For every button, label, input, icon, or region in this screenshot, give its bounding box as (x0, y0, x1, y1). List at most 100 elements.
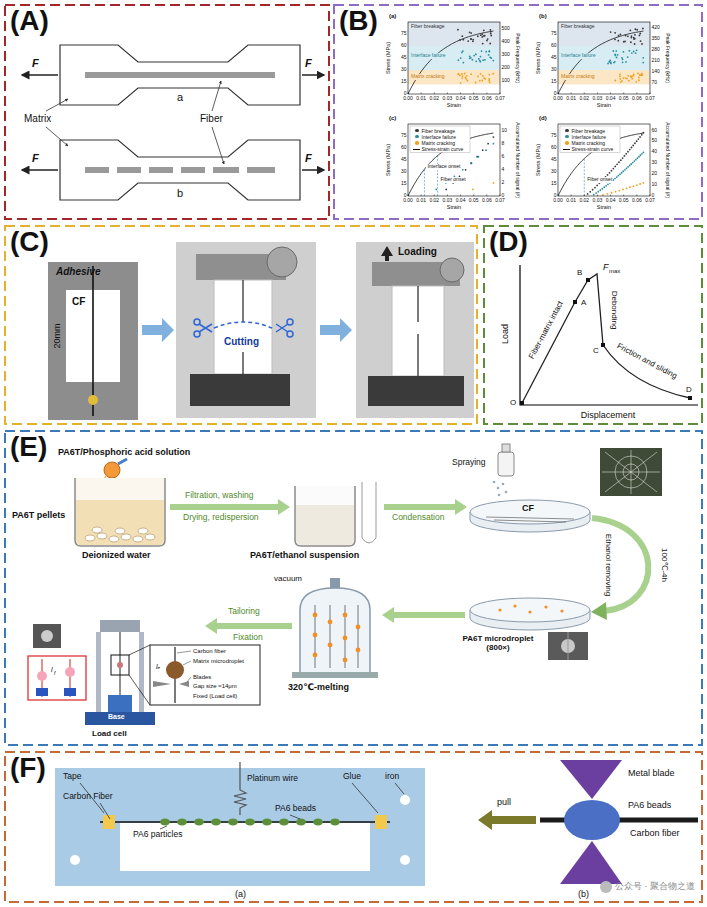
tick-label: 15 (551, 181, 557, 187)
plot-mark (475, 53, 477, 55)
legend-text: Stress-strain curve (422, 146, 464, 152)
plot-mark (461, 73, 463, 75)
tick-label: 4 (502, 167, 505, 173)
tick-mark (597, 93, 598, 95)
dashed-border-line (5, 5, 329, 219)
tick-mark (650, 93, 651, 95)
panel-frame: (E) (4, 430, 703, 746)
step-label: Spraying (452, 458, 486, 468)
tick-label: 0.04 (456, 198, 466, 204)
plot-mark (622, 157, 624, 159)
tick-label: 280 (652, 47, 660, 53)
step-label: Tailoring (228, 607, 260, 617)
plot-mark (635, 81, 637, 83)
plot-mark (482, 43, 484, 45)
tick-label: 40 (652, 149, 658, 155)
plot-mark (485, 149, 487, 151)
tick-label: 0.03 (593, 198, 603, 204)
tick-label: 15 (401, 79, 407, 85)
tick-mark (636, 195, 637, 197)
plot-mark (493, 136, 495, 138)
tick-label: 0 (554, 193, 557, 199)
material-label: PA6T/Phosphoric acid solution (58, 447, 190, 457)
band-label: Matrix cracking (560, 74, 596, 80)
plot-mark (631, 78, 633, 80)
tick-label: 60 (401, 43, 407, 49)
legend-entry: Matrix cracking (413, 140, 455, 146)
plot-mark (607, 193, 609, 195)
tick-label: 0.05 (619, 96, 629, 102)
plot-mark (610, 63, 612, 65)
legend-swatch (415, 135, 419, 139)
tick-label: 100 (502, 78, 510, 84)
band-label: Fiber breakage (410, 24, 446, 30)
plot-mark (605, 185, 607, 187)
tick-mark (571, 195, 572, 197)
plot-mark (636, 49, 638, 51)
force-label: F (305, 152, 312, 165)
plot-mark (594, 187, 596, 189)
plot-mark (466, 75, 468, 77)
stress-strain-curve (558, 31, 643, 94)
part-label: Base (108, 713, 125, 721)
plot-mark (470, 73, 472, 75)
plot-mark (461, 35, 463, 37)
plot-mark (611, 192, 613, 194)
plot-mark (638, 79, 640, 81)
tick-label: 0.06 (632, 96, 642, 102)
plot-mark (484, 78, 486, 80)
axis-title: Load (500, 324, 510, 344)
band-label: Matrix cracking (410, 74, 446, 80)
part-label: Adhesive (56, 266, 100, 278)
plot-mark (627, 56, 629, 58)
plot-mark (488, 78, 490, 80)
legend-entry: Stress-strain curve (563, 146, 613, 152)
chart-plots (408, 22, 650, 196)
part-label: Gap size ≈14μm (193, 683, 237, 690)
tick-mark (623, 195, 624, 197)
plot-mark (484, 59, 486, 61)
panel-frame: (D) (483, 225, 703, 425)
plot-mark (635, 159, 637, 161)
part-label: Platinum wire (247, 774, 298, 784)
plot-mark (622, 58, 624, 60)
plot-mark (597, 191, 599, 193)
plot-mark (482, 149, 484, 151)
specimen-illustration (22, 45, 324, 200)
plot-mark (641, 74, 643, 76)
legend-entry: Fiber breakage (413, 128, 455, 134)
tick-label: 60 (401, 145, 407, 151)
tick-label: 10 (652, 182, 658, 188)
plot-mark (477, 35, 479, 37)
dashed-border-line (334, 5, 702, 219)
plot-mark (623, 77, 625, 79)
tick-label: 0 (652, 193, 655, 199)
plot-mark (490, 32, 492, 34)
plot-mark (481, 80, 483, 82)
tick-label: 0.03 (443, 96, 453, 102)
tick-label: 0.00 (553, 198, 563, 204)
plot-mark (619, 75, 621, 77)
plot-mark (457, 73, 459, 75)
part-label: Matrix (24, 113, 51, 125)
plot-mark (592, 189, 594, 191)
axis-title: Stress (MPa) (535, 144, 541, 176)
point-label: A (581, 298, 586, 307)
plot-mark (601, 188, 603, 190)
plot-mark (482, 59, 484, 61)
plot-mark (482, 75, 484, 77)
tick-mark (610, 93, 611, 95)
legend-line-sample (563, 149, 570, 150)
tick-label: 30 (551, 67, 557, 73)
tick-label: 75 (401, 133, 407, 139)
step-label: Fixation (233, 633, 263, 643)
tick-label: 0.05 (469, 96, 479, 102)
plot-mark (481, 36, 483, 38)
tick-mark (636, 93, 637, 95)
plot-mark (489, 82, 491, 84)
watermark: 公众号 · 聚合物之道 (615, 881, 695, 891)
plot-mark (626, 167, 628, 169)
tick-label: 0.04 (456, 96, 466, 102)
plot-mark (622, 170, 624, 172)
plot-mark (490, 31, 492, 33)
